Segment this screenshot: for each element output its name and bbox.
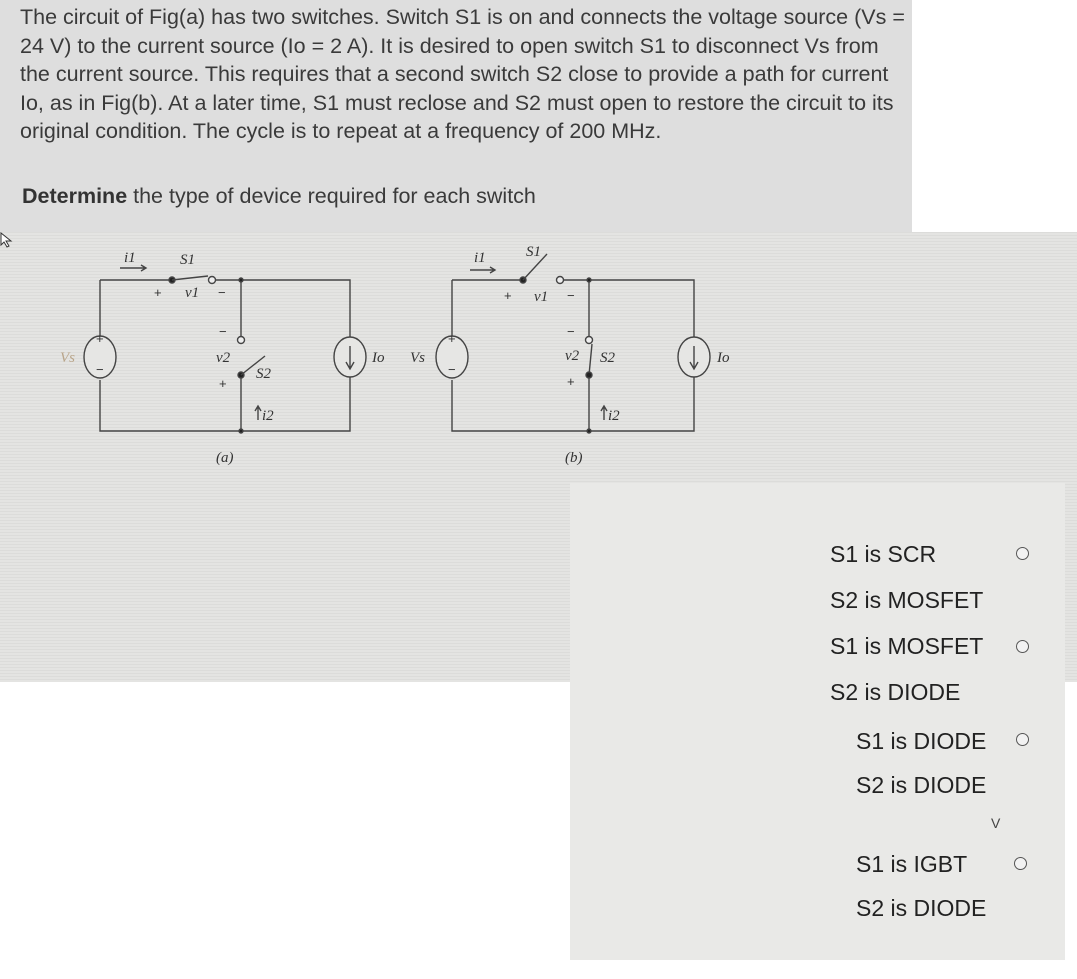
option-4-radio[interactable] bbox=[1014, 857, 1027, 870]
option-1-line2[interactable]: S2 is MOSFET bbox=[830, 587, 984, 613]
switch-s2-open bbox=[240, 355, 266, 376]
caption-b: (b) bbox=[565, 450, 583, 466]
label-v1-a: v1 bbox=[185, 285, 199, 301]
sign-plus: + bbox=[567, 374, 575, 389]
label-vs-b: Vs bbox=[410, 350, 425, 366]
answer-options-panel: S1 is SCR S2 is MOSFET S1 is MOSFET S2 i… bbox=[570, 483, 1065, 960]
label-v1-b: v1 bbox=[534, 289, 548, 305]
chevron-down-icon[interactable]: V bbox=[991, 815, 1001, 831]
sign-minus: − bbox=[96, 362, 104, 377]
sign-plus: + bbox=[219, 376, 227, 391]
option-4-line1[interactable]: S1 is IGBT bbox=[856, 851, 968, 877]
label-s2-a: S2 bbox=[256, 366, 272, 382]
question-text: The circuit of Fig(a) has two switches. … bbox=[20, 5, 905, 143]
sign-plus: + bbox=[504, 288, 512, 303]
label-v2-b: v2 bbox=[565, 348, 580, 364]
sign-plus: + bbox=[154, 285, 162, 300]
option-3-radio[interactable] bbox=[1016, 733, 1029, 746]
voltage-source-icon bbox=[83, 335, 117, 379]
switch-s1-closed bbox=[171, 275, 209, 281]
label-s1-b: S1 bbox=[526, 244, 541, 260]
circuit-b bbox=[435, 253, 711, 434]
caption-a: (a) bbox=[216, 450, 234, 466]
label-i1-a: i1 bbox=[124, 250, 136, 266]
label-io-b: Io bbox=[716, 350, 730, 366]
label-s1-a: S1 bbox=[180, 252, 195, 268]
option-4-line2[interactable]: S2 is DIODE bbox=[856, 895, 987, 921]
switch-s1-open bbox=[522, 253, 548, 281]
option-2-line2[interactable]: S2 is DIODE bbox=[830, 679, 961, 705]
label-io-a: Io bbox=[371, 350, 385, 366]
option-2-line1[interactable]: S1 is MOSFET bbox=[830, 633, 984, 659]
prompt-rest: the type of device required for each swi… bbox=[127, 184, 536, 208]
option-1-line1[interactable]: S1 is SCR bbox=[830, 541, 937, 567]
label-v2-a: v2 bbox=[216, 350, 231, 366]
sign-minus: − bbox=[567, 324, 575, 339]
label-s2-b: S2 bbox=[600, 350, 616, 366]
circuit-a bbox=[83, 264, 367, 434]
sign-minus: − bbox=[448, 362, 456, 377]
sign-plus: + bbox=[96, 331, 104, 346]
voltage-source-icon bbox=[435, 335, 469, 379]
option-2-radio[interactable] bbox=[1016, 640, 1029, 653]
question-panel: The circuit of Fig(a) has two switches. … bbox=[0, 0, 912, 232]
prompt-bold: Determine bbox=[22, 184, 128, 208]
option-1-radio[interactable] bbox=[1016, 547, 1029, 560]
option-3-line2[interactable]: S2 is DIODE bbox=[856, 772, 987, 798]
option-3-line1[interactable]: S1 is DIODE bbox=[856, 728, 987, 754]
sign-plus: + bbox=[448, 331, 456, 346]
mouse-cursor-icon bbox=[0, 232, 13, 248]
switch-s2-closed bbox=[588, 343, 593, 376]
sign-minus: − bbox=[218, 285, 226, 300]
sign-minus: − bbox=[567, 288, 575, 303]
sign-minus: − bbox=[219, 324, 227, 339]
label-i2-b: i2 bbox=[608, 408, 620, 424]
question-prompt: Determine the type of device required fo… bbox=[22, 184, 536, 209]
circuit-figure: i1 S1 + v1 − − v2 + S2 i2 Io Vs + − (a) bbox=[0, 232, 1077, 682]
label-i1-b: i1 bbox=[474, 250, 486, 266]
label-vs-a: Vs bbox=[60, 350, 75, 366]
label-i2-a: i2 bbox=[262, 408, 274, 424]
